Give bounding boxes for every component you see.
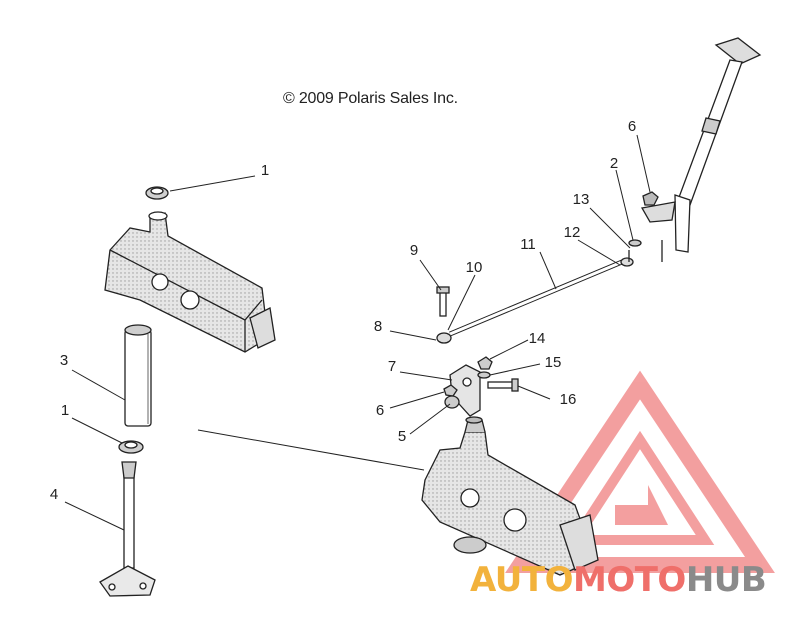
callout-14: 14 — [528, 330, 546, 347]
watermark-text: AUTOMOTOHUB — [470, 560, 767, 600]
right-frame-assembly — [421, 416, 599, 576]
watermark-logo-icon — [505, 370, 775, 573]
steering-linkage-assembly — [436, 37, 762, 417]
watermark-auto: AUTO — [470, 560, 573, 600]
callout-7: 7 — [387, 358, 397, 375]
callout-15: 15 — [544, 354, 562, 371]
leader-lines — [64, 134, 651, 531]
callout-2: 2 — [609, 155, 619, 172]
callout-12: 12 — [563, 224, 581, 241]
watermark-moto: MOTO — [572, 560, 686, 600]
callout-8: 8 — [373, 318, 383, 335]
callout-10: 10 — [465, 259, 483, 276]
callout-6-lower: 6 — [375, 402, 385, 419]
callout-3: 3 — [59, 352, 69, 369]
copyright-notice: © 2009 Polaris Sales Inc. — [283, 90, 458, 107]
callout-5: 5 — [397, 428, 407, 445]
callout-4: 4 — [49, 486, 59, 503]
callout-1-top: 1 — [260, 162, 270, 179]
callout-6-top: 6 — [627, 118, 637, 135]
callout-13: 13 — [572, 191, 590, 208]
callout-9: 9 — [409, 242, 419, 259]
callout-16: 16 — [559, 391, 577, 408]
callout-1-lower: 1 — [60, 402, 70, 419]
callout-11: 11 — [520, 236, 536, 253]
left-steering-post-assembly — [99, 186, 276, 597]
watermark-hub: HUB — [685, 560, 767, 600]
